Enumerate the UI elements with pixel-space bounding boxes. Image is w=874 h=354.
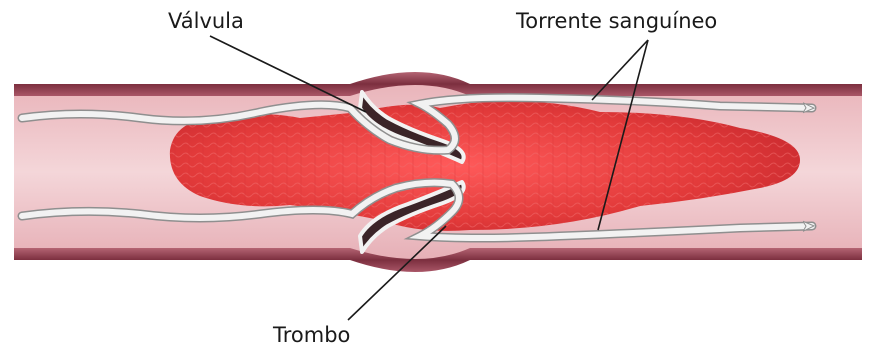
label-blood-flow: Torrente sanguíneo — [516, 11, 717, 32]
label-thrombus: Trombo — [273, 325, 350, 346]
label-valve: Válvula — [168, 11, 244, 32]
